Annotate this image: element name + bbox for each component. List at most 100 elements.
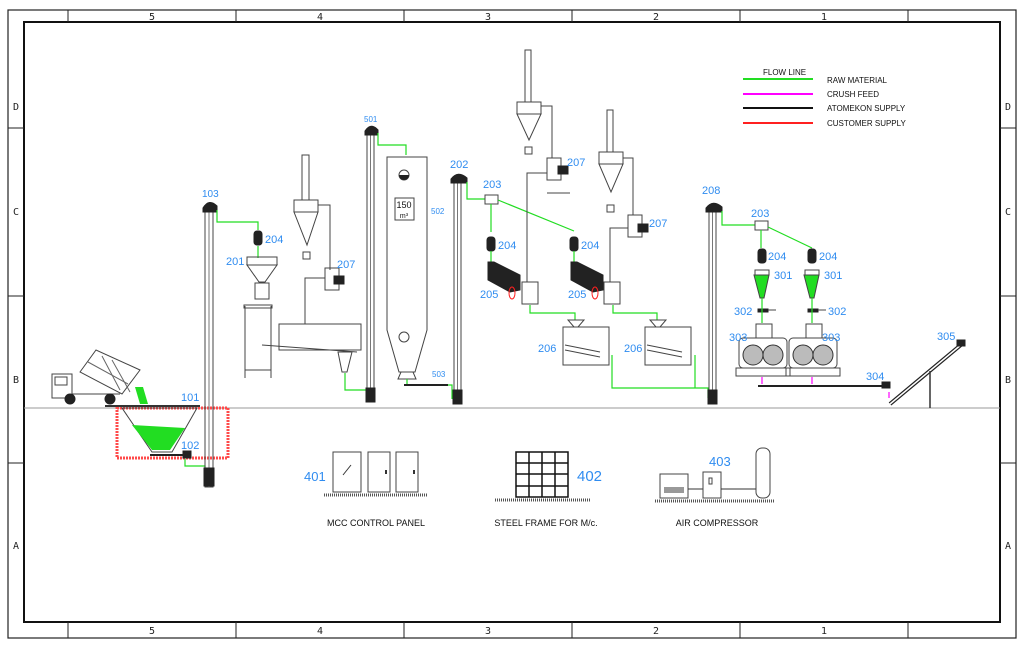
column-zone-bar-top: [67, 10, 909, 22]
row-label-right: D: [1005, 102, 1011, 113]
tag-302: 302: [828, 306, 846, 318]
legend-label: RAW MATERIAL: [827, 76, 888, 85]
column-label-top: 5: [149, 12, 155, 23]
tag-207: 207: [567, 157, 585, 169]
tag-401: 401: [304, 469, 326, 484]
tag-205: 205: [568, 289, 586, 301]
storage-silo-502: [386, 156, 428, 380]
tag-204: 204: [768, 251, 786, 263]
row-label-right: A: [1005, 541, 1011, 552]
bucket-elevator-202: [450, 173, 468, 405]
row-label-left: A: [13, 541, 19, 552]
tag-203: 203: [751, 208, 769, 220]
tag-206: 206: [538, 343, 556, 355]
flow-to-206b: [612, 305, 658, 320]
column-label-top: 3: [485, 12, 491, 23]
column-zone-bar-bottom: [67, 622, 909, 638]
inner-border: [23, 21, 1001, 623]
column-label-bottom: 1: [821, 626, 827, 637]
raw-material-fall: [135, 387, 148, 404]
flow-line-legend: FLOW LINE RAW MATERIAL CRUSH FEED ATOMEK…: [743, 68, 906, 128]
air-compressor-403: [655, 447, 775, 503]
column-label-bottom: 5: [149, 626, 155, 637]
tag-402: 402: [577, 468, 602, 485]
row-label-right: C: [1005, 207, 1011, 218]
flow-503-to-202: [448, 384, 453, 399]
tag-302: 302: [734, 306, 752, 318]
tag-205: 205: [480, 289, 498, 301]
bucket-elevator-103: [202, 202, 218, 488]
column-label-top: 4: [317, 12, 323, 23]
tag-301: 301: [824, 270, 842, 282]
feeder-302: [757, 308, 776, 313]
tag-403: 403: [709, 454, 731, 469]
tag-204: 204: [498, 240, 516, 252]
row-label-left: B: [13, 375, 19, 386]
tag-206: 206: [624, 343, 642, 355]
dehuller-205: [487, 261, 521, 300]
tag-207: 207: [649, 218, 667, 230]
outer-frame: [7, 9, 1017, 639]
tag-303: 303: [729, 332, 747, 344]
caption-steel-frame: STEEL FRAME FOR M/c.: [494, 518, 597, 528]
cyclone-207-tall: [516, 49, 570, 305]
flow-203-to-204d: [767, 226, 813, 249]
row-zone-bar-right: [1000, 127, 1016, 464]
magnet-204: [757, 248, 767, 264]
tag-303: 303: [822, 332, 840, 344]
bucket-elevator-208: [705, 202, 723, 405]
separator-206: [644, 319, 692, 366]
legend-label: ATOMEKON SUPPLY: [827, 104, 906, 113]
row-label-left: C: [13, 207, 19, 218]
tag-204: 204: [581, 240, 599, 252]
tag-204: 204: [819, 251, 837, 263]
pre-cleaner-201: [243, 256, 278, 378]
tag-202: 202: [450, 159, 468, 171]
flow-206-to-208: [611, 355, 709, 398]
tag-304: 304: [866, 371, 884, 383]
tag-502: 502: [431, 207, 445, 216]
cyclone-207-short: [598, 109, 649, 305]
feed-hopper-301: [803, 269, 820, 299]
mcc-control-panel-401: [324, 451, 428, 497]
flow-103-to-204: [216, 210, 259, 230]
tag-102: 102: [181, 440, 199, 452]
flow-203-to-204b: [497, 199, 575, 232]
silo-capacity-unit: m³: [400, 213, 409, 220]
tag-101: 101: [181, 392, 199, 404]
tag-207: 207: [337, 259, 355, 271]
tag-301: 301: [774, 270, 792, 282]
steel-frame-402: [495, 451, 590, 502]
roller-mill-303: [785, 323, 841, 377]
legend-label: CRUSH FEED: [827, 90, 879, 99]
silo-capacity-value: 150: [396, 200, 411, 210]
row-zone-bar-left: [8, 127, 24, 464]
flow-to-206a: [529, 305, 576, 320]
column-label-top: 2: [653, 12, 659, 23]
caption-air-compressor: AIR COMPRESSOR: [676, 518, 759, 528]
inclined-conveyor-305: [888, 339, 966, 408]
magnet-204: [253, 230, 263, 246]
magnet-204: [569, 236, 579, 252]
feed-hopper-301: [753, 269, 770, 299]
legend-title: FLOW LINE: [763, 68, 806, 77]
row-label-left: D: [13, 102, 19, 113]
screw-conveyor-304: [758, 381, 891, 389]
tag-204: 204: [265, 234, 283, 246]
roller-mill-303: [735, 323, 791, 377]
tag-103: 103: [202, 189, 219, 200]
flow-501-to-silo: [377, 133, 407, 155]
feeder-302: [807, 308, 826, 313]
row-label-right: B: [1005, 375, 1011, 386]
column-label-top: 1: [821, 12, 827, 23]
column-label-bottom: 4: [317, 626, 323, 637]
magnet-204: [486, 236, 496, 252]
separator-206: [562, 319, 610, 366]
magnet-204: [807, 248, 817, 264]
dump-truck-icon: [51, 349, 141, 405]
tag-503: 503: [432, 370, 446, 379]
cyclone-207-zone4: [293, 154, 345, 324]
tag-203: 203: [483, 179, 501, 191]
tag-201: 201: [226, 256, 244, 268]
